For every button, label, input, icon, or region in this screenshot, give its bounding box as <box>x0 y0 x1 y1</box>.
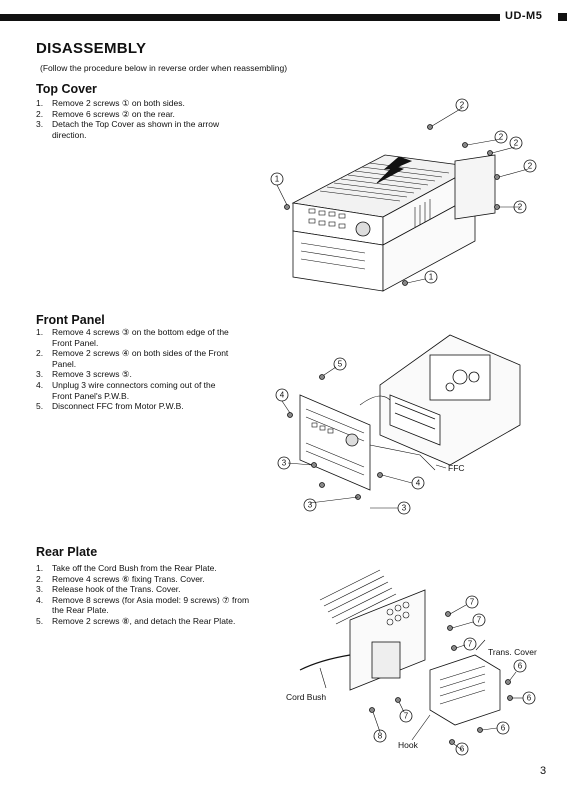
list-item: 3.Release hook of the Trans. Cover. <box>36 584 181 595</box>
callout: 3 <box>277 456 291 470</box>
list-item: 3.Remove 3 screws ⑤. <box>36 369 132 380</box>
list-item: 4.Unplug 3 wire connectors coming out of… <box>36 379 216 401</box>
callout: 6 <box>522 691 536 705</box>
callout: 4 <box>275 388 289 402</box>
svg-text:3: 3 <box>282 459 287 468</box>
model-name: UD-M5 <box>505 10 543 22</box>
svg-text:1: 1 <box>429 273 434 282</box>
list-item: 1.Take off the Cord Bush from the Rear P… <box>36 563 217 573</box>
callout: 3 <box>303 498 317 512</box>
hook-label: Hook <box>398 740 419 750</box>
svg-text:4: 4 <box>280 391 285 400</box>
svg-text:8: 8 <box>378 732 383 741</box>
list-item: 1.Remove 2 screws ① on both sides. <box>36 98 185 108</box>
callout: 6 <box>513 659 527 673</box>
list-item: 5.Remove 2 screws ⑧, and detach the Rear… <box>36 615 236 626</box>
section-heading-top-cover: Top Cover <box>36 82 97 96</box>
callout: 2 <box>509 136 523 150</box>
callout: 1 <box>424 270 438 284</box>
page-number: 3 <box>540 765 547 777</box>
svg-text:3: 3 <box>402 504 407 513</box>
svg-text:2: 2 <box>514 139 519 148</box>
svg-text:2: 2 <box>518 203 523 212</box>
list-item: 2.Remove 6 screws ② on the rear. <box>36 108 175 119</box>
svg-text:6: 6 <box>501 724 506 733</box>
header-marker <box>558 13 567 21</box>
callout: 2 <box>513 200 527 214</box>
top-cover-diagram: 1 2 2 2 2 2 1 <box>270 98 537 292</box>
svg-text:7: 7 <box>477 616 482 625</box>
svg-text:4: 4 <box>416 479 421 488</box>
callout: 1 <box>270 172 284 186</box>
list-item: 2.Remove 2 screws ④ on both sides of the… <box>36 348 229 369</box>
svg-text:1: 1 <box>275 175 280 184</box>
section-heading-front-panel: Front Panel <box>36 313 105 327</box>
cord-bush-label: Cord Bush <box>286 692 326 702</box>
callout: 7 <box>465 595 479 609</box>
svg-text:3: 3 <box>308 501 313 510</box>
list-item: 4.Remove 8 screws (for Asia model: 9 scr… <box>36 594 250 616</box>
callout: 7 <box>463 637 477 651</box>
callout: 6 <box>455 742 469 756</box>
svg-text:2: 2 <box>460 101 465 110</box>
rear-plate-diagram: 7 7 7 6 6 6 6 7 8 Trans. Cover Cord Bush… <box>286 569 537 756</box>
reassembly-note: (Follow the procedure below in reverse o… <box>40 63 288 73</box>
svg-text:6: 6 <box>460 745 465 754</box>
top-cover-steps: 1.Remove 2 screws ① on both sides. 2.Rem… <box>36 98 241 140</box>
callout: 5 <box>333 357 347 371</box>
callout: 6 <box>496 721 510 735</box>
front-panel-steps: 1.Remove 4 screws ③ on the bottom edge o… <box>36 327 236 412</box>
callout: 2 <box>523 159 537 173</box>
section-heading-rear-plate: Rear Plate <box>36 545 98 559</box>
svg-text:5: 5 <box>338 360 343 369</box>
callout: 4 <box>411 476 425 490</box>
list-item: 3.Detach the Top Cover as shown in the a… <box>36 119 220 140</box>
svg-text:2: 2 <box>528 162 533 171</box>
svg-text:7: 7 <box>404 712 409 721</box>
svg-text:6: 6 <box>527 694 532 703</box>
callout: 8 <box>373 729 387 743</box>
callout: 7 <box>399 709 413 723</box>
svg-text:6: 6 <box>518 662 523 671</box>
list-item: 5.Disconnect FFC from Motor P.W.B. <box>36 401 184 412</box>
ffc-label: FFC <box>448 463 465 473</box>
svg-text:7: 7 <box>470 598 475 607</box>
page-title: DISASSEMBLY <box>36 40 147 57</box>
svg-text:7: 7 <box>468 640 473 649</box>
list-item: 2.Remove 4 screws ⑥ fixing Trans. Cover. <box>36 573 205 584</box>
callout: 2 <box>494 130 508 144</box>
svg-text:2: 2 <box>499 133 504 142</box>
callout: 2 <box>455 98 469 112</box>
callout: 3 <box>397 501 411 515</box>
callout: 7 <box>472 613 486 627</box>
trans-cover-label: Trans. Cover <box>488 647 537 657</box>
header-rule <box>0 14 500 21</box>
rear-plate-steps: 1.Take off the Cord Bush from the Rear P… <box>36 563 251 627</box>
front-panel-diagram: 5 4 3 3 4 3 FFC <box>275 334 521 515</box>
list-item: 1.Remove 4 screws ③ on the bottom edge o… <box>36 327 229 348</box>
